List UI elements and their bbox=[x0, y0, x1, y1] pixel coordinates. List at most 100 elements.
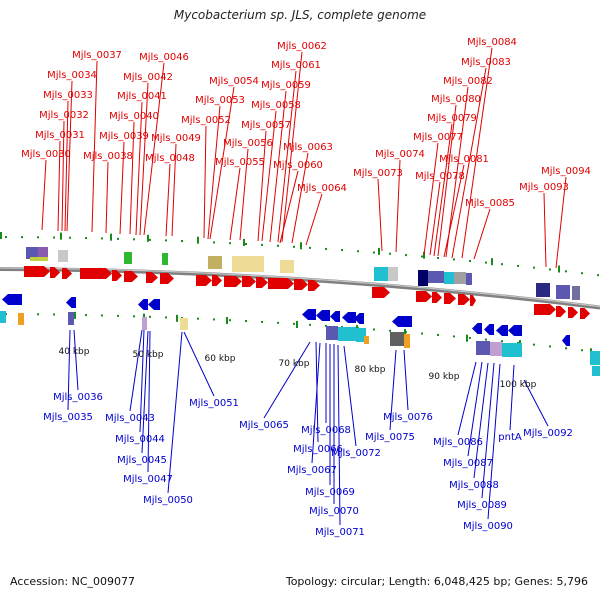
gene-label-forward: Mjls_0056 bbox=[223, 138, 273, 149]
leader-line-forward bbox=[461, 47, 493, 259]
gene-arrow-reverse bbox=[508, 325, 522, 336]
leader-line-forward bbox=[473, 208, 491, 260]
tick-dot-upper bbox=[549, 268, 551, 271]
gene-arrow-reverse bbox=[148, 299, 160, 310]
feature-block bbox=[280, 260, 294, 273]
tick-dot-upper bbox=[53, 236, 55, 239]
gene-label-reverse: Mjls_0066 bbox=[293, 444, 343, 455]
tick-dot-upper bbox=[69, 236, 71, 239]
map-title: Mycobacterium sp. JLS, complete genome bbox=[173, 8, 427, 22]
gene-label-forward: Mjls_0042 bbox=[123, 72, 173, 83]
tick-dot-upper bbox=[149, 238, 151, 241]
leader-line-forward bbox=[543, 192, 547, 268]
tick-major-lower bbox=[176, 314, 178, 322]
gene-label-forward: Mjls_0062 bbox=[277, 41, 327, 52]
feature-block bbox=[142, 317, 147, 330]
tick-dot-lower bbox=[373, 328, 375, 331]
label-leader-lines bbox=[41, 47, 567, 526]
gene-arrow-forward bbox=[458, 294, 470, 305]
leader-line-forward bbox=[143, 62, 165, 236]
gene-label-forward: Mjls_0083 bbox=[461, 57, 511, 68]
leader-line-forward bbox=[555, 176, 567, 269]
gene-label-forward: Mjls_0058 bbox=[251, 100, 301, 111]
leader-line-forward bbox=[395, 159, 401, 253]
gene-arrow-forward bbox=[242, 276, 256, 287]
leader-line-forward bbox=[119, 141, 125, 235]
tick-major-upper bbox=[423, 251, 425, 259]
tick-dot-upper bbox=[117, 237, 119, 240]
gene-label-forward: Mjls_0057 bbox=[241, 120, 291, 131]
leader-line-forward bbox=[269, 90, 287, 243]
tick-dot-upper bbox=[501, 263, 503, 266]
leader-line-forward bbox=[429, 181, 441, 256]
feature-block bbox=[502, 343, 522, 357]
gene-label-forward: Mjls_0031 bbox=[35, 130, 85, 141]
gene-label-reverse: Mjls_0075 bbox=[365, 432, 415, 443]
gene-label-forward: Mjls_0052 bbox=[181, 115, 231, 126]
gene-arrow-forward bbox=[196, 275, 212, 286]
gene-label-reverse: Mjls_0036 bbox=[53, 392, 103, 403]
feature-block bbox=[572, 286, 580, 300]
leader-line-reverse bbox=[481, 362, 495, 499]
gene-label-reverse: Mjls_0043 bbox=[105, 413, 155, 424]
gene-arrow-reverse bbox=[484, 324, 494, 335]
tick-dot-upper bbox=[437, 256, 439, 259]
leader-line-forward bbox=[261, 110, 277, 242]
tick-dot-lower bbox=[565, 347, 567, 350]
gene-label-forward: Mjls_0081 bbox=[439, 154, 489, 165]
tick-major-upper bbox=[243, 238, 245, 246]
tick-dot-lower bbox=[325, 324, 327, 327]
tick-dot-upper bbox=[597, 274, 599, 277]
tick-major-upper bbox=[147, 234, 149, 242]
tick-dot-lower bbox=[469, 336, 471, 339]
tick-dot-lower bbox=[261, 320, 263, 323]
tick-dot-lower bbox=[421, 332, 423, 335]
gene-label-forward: Mjls_0048 bbox=[145, 153, 195, 164]
tick-dot-lower bbox=[517, 341, 519, 344]
gene-arrow-reverse bbox=[354, 313, 364, 324]
gene-arrows bbox=[2, 266, 590, 346]
gene-arrow-reverse bbox=[472, 323, 482, 334]
leader-line-forward bbox=[61, 120, 65, 232]
scale-label: 100 kbp bbox=[500, 380, 537, 390]
gene-arrow-reverse bbox=[316, 310, 330, 321]
feature-block bbox=[590, 351, 600, 365]
gene-arrow-forward bbox=[416, 291, 432, 302]
gene-arrow-forward bbox=[224, 276, 242, 287]
gene-label-forward: Mjls_0059 bbox=[261, 80, 311, 91]
tick-dot-lower bbox=[437, 333, 439, 336]
tick-dot-lower bbox=[101, 314, 103, 317]
gene-arrow-forward bbox=[50, 267, 60, 278]
feature-block bbox=[444, 272, 454, 284]
tick-dot-upper bbox=[133, 238, 135, 241]
gene-label-reverse: Mjls_0069 bbox=[305, 487, 355, 498]
leader-line-forward bbox=[66, 80, 73, 232]
gene-label-reverse: Mjls_0071 bbox=[315, 527, 365, 538]
leader-line-forward bbox=[445, 86, 469, 258]
tick-major-upper bbox=[110, 233, 112, 241]
tick-dot-upper bbox=[357, 250, 359, 253]
gene-label-reverse: Mjls_0090 bbox=[463, 521, 513, 532]
tick-dot-upper bbox=[341, 249, 343, 252]
gene-arrow-forward bbox=[556, 306, 566, 317]
gene-label-forward: Mjls_0078 bbox=[415, 171, 465, 182]
leader-line-forward bbox=[423, 142, 439, 256]
gene-arrow-forward bbox=[308, 280, 320, 291]
gene-label-reverse: Mjls_0050 bbox=[143, 495, 193, 506]
tick-dot-lower bbox=[277, 321, 279, 324]
gene-label-forward: Mjls_0034 bbox=[47, 70, 97, 81]
feature-block bbox=[390, 332, 404, 346]
feature-block bbox=[490, 342, 502, 356]
tick-major-upper bbox=[197, 236, 199, 244]
gene-label-reverse: Mjls_0067 bbox=[287, 465, 337, 476]
tick-dot-lower bbox=[229, 319, 231, 322]
tick-dot-upper bbox=[101, 237, 103, 240]
leader-line-forward bbox=[135, 101, 143, 236]
feature-block bbox=[466, 273, 472, 285]
gene-label-forward: Mjls_0060 bbox=[273, 160, 323, 171]
leader-line-forward bbox=[203, 125, 207, 239]
tick-dot-upper bbox=[373, 251, 375, 254]
leader-line-reverse bbox=[139, 329, 145, 433]
